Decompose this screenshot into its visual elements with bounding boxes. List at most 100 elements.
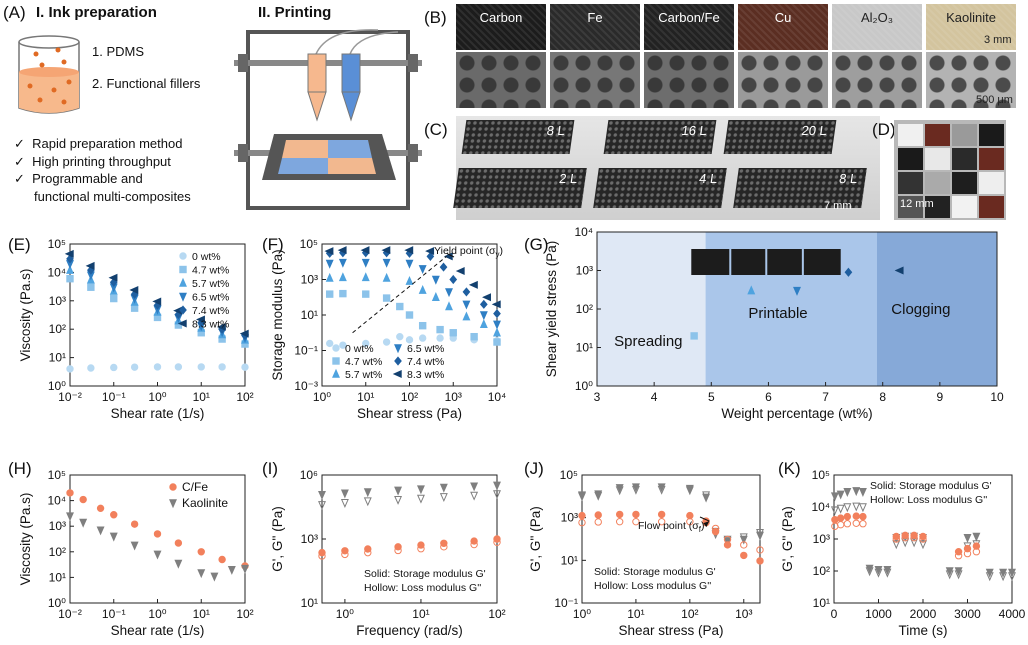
legend-label: 5.7 wt% <box>192 278 229 290</box>
data-point <box>657 485 666 495</box>
data-point <box>874 568 883 578</box>
data-point <box>110 363 118 372</box>
data-point <box>361 258 370 268</box>
data-point <box>109 532 118 542</box>
data-point <box>702 517 710 525</box>
data-point <box>843 520 852 528</box>
data-point <box>425 247 435 256</box>
data-point <box>241 330 249 341</box>
data-point <box>325 248 334 258</box>
data-point <box>324 247 334 256</box>
data-point <box>901 532 910 542</box>
data-point <box>363 497 372 507</box>
data-point <box>479 299 488 309</box>
data-point <box>341 550 349 559</box>
data-point <box>96 526 105 536</box>
legend-label: 0 wt% <box>192 251 221 263</box>
data-point <box>455 267 465 276</box>
check-item: ✓ Programmable and <box>14 171 143 186</box>
data-point <box>110 294 118 303</box>
data-point <box>919 532 927 541</box>
data-point <box>337 246 347 255</box>
data-point <box>594 490 603 500</box>
panel-label-a: (A) <box>3 3 26 22</box>
annotation-leader <box>446 252 455 258</box>
data-point <box>173 306 183 315</box>
series-4-7-wt- <box>326 289 501 346</box>
x-tick-label: 10¹ <box>357 390 374 404</box>
y-axis-label: Shear yield stress (Pa) <box>544 241 559 378</box>
data-point <box>901 538 910 548</box>
data-point <box>79 495 87 504</box>
data-point <box>109 277 118 287</box>
legend-label: 5.7 wt% <box>345 369 382 381</box>
y-tick-label: 10² <box>49 322 66 336</box>
data-point <box>396 302 404 311</box>
x-tick-label: 0 <box>831 607 838 621</box>
data-point <box>129 286 139 294</box>
data-point <box>318 552 326 560</box>
data-point <box>756 546 764 554</box>
material-label: Cu <box>774 10 792 25</box>
data-point <box>723 535 732 544</box>
data-point <box>417 541 425 549</box>
data-point <box>615 486 624 496</box>
x-tick-label: 9 <box>937 390 944 404</box>
x-axis-label: Shear stress (Pa) <box>357 406 462 421</box>
data-point <box>361 272 370 282</box>
data-point <box>449 274 458 285</box>
data-point <box>685 484 694 494</box>
ink-prep-title: I. Ink preparation <box>36 4 157 21</box>
y-tick-label: 10⁵ <box>300 237 318 251</box>
printing-title: II. Printing <box>258 4 332 21</box>
data-point <box>87 364 95 372</box>
data-point <box>470 336 478 344</box>
material-label: Fe <box>587 10 603 25</box>
data-point <box>910 538 919 548</box>
data-point <box>919 540 927 550</box>
data-point <box>130 289 139 299</box>
data-point <box>394 356 402 366</box>
data-point <box>394 546 402 555</box>
x-tick-label: 10⁰ <box>573 607 591 621</box>
x-tick-label: 4 <box>651 390 658 404</box>
data-point <box>615 517 624 526</box>
data-point <box>196 315 205 324</box>
y-tick-label: 10¹ <box>49 351 66 365</box>
material-micrograph-2 <box>644 52 734 108</box>
data-point <box>470 540 478 549</box>
data-point <box>174 539 183 547</box>
data-point <box>339 289 347 298</box>
data-point <box>632 517 640 526</box>
printed-slab: 16 L <box>603 120 717 154</box>
x-tick-label: 5 <box>708 390 715 404</box>
series-c-fe-g- <box>831 512 981 556</box>
data-point <box>153 550 162 560</box>
data-point <box>66 254 74 264</box>
data-point <box>493 309 501 319</box>
check-item: functional multi-composites <box>34 188 191 204</box>
data-point <box>740 551 748 560</box>
data-point <box>325 272 334 282</box>
layer-label: 16 L <box>680 123 708 138</box>
yield-point-annotation: Yield point (σy) <box>434 245 503 259</box>
material-micrograph-5 <box>926 52 1016 108</box>
data-point <box>227 565 236 575</box>
data-point <box>174 321 183 329</box>
data-point <box>493 481 501 491</box>
data-point <box>462 311 471 321</box>
inset-sample-photo <box>767 249 802 275</box>
composite-cell <box>898 172 923 194</box>
data-point <box>830 506 839 516</box>
series-kaolinite-g- <box>578 483 764 547</box>
data-point <box>177 319 187 328</box>
panel-label-i: (I) <box>262 459 278 478</box>
data-point <box>108 273 118 282</box>
data-point <box>892 532 900 541</box>
data-point <box>685 486 694 496</box>
data-point <box>361 248 370 258</box>
